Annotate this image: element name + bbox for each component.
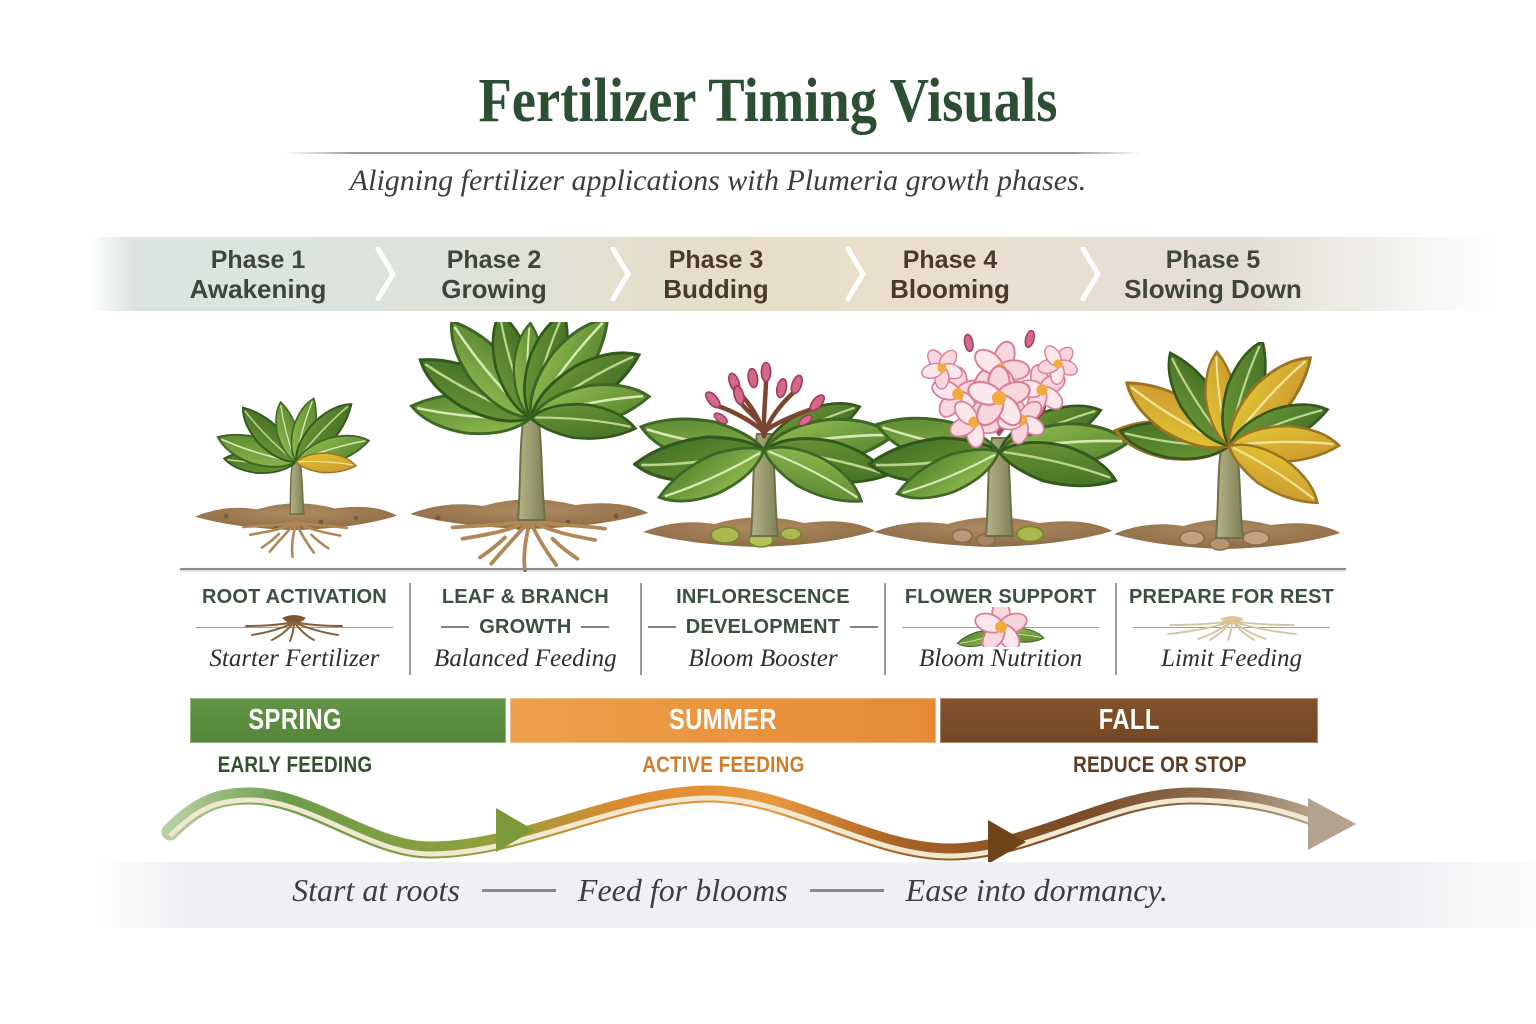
footer-step-2: Feed for blooms <box>577 872 788 908</box>
phase-number: Phase 2 <box>446 246 542 274</box>
footer-dash <box>481 889 556 892</box>
fertilizer-label: Balanced Feeding <box>434 645 617 672</box>
footer-step-3: Ease into dormancy. <box>905 872 1168 908</box>
roots-icon <box>186 610 403 644</box>
plant-phase4-blooming-illustration <box>866 328 1130 547</box>
phase-name: Growing <box>441 273 547 304</box>
dash-decoration <box>441 626 470 628</box>
care-title: INFLORESCENCE <box>676 586 850 608</box>
flower-icon <box>892 607 1109 647</box>
chevron-right-icon <box>845 247 866 301</box>
footer-dash <box>809 889 884 892</box>
care-title-line2: GROWTH <box>441 615 610 639</box>
phase-number: Phase 5 <box>1165 246 1261 274</box>
plant-phase5-slowing-down-illustration <box>1110 342 1342 551</box>
footer-band <box>100 862 1536 928</box>
chevron-right-icon <box>375 247 396 301</box>
dash-decoration <box>581 626 610 628</box>
chevron-right-icon <box>610 247 631 301</box>
arrowhead-brown <box>988 820 1026 864</box>
section-divider <box>180 568 1346 570</box>
fertilizer-label: Limit Feeding <box>1161 645 1303 672</box>
feeding-label-summer: ACTIVE FEEDING <box>641 752 805 777</box>
plant-phase3-budding-illustration <box>633 361 893 548</box>
arrowhead-tan <box>1308 798 1356 850</box>
phase-step-1: Phase 1 Awakening <box>138 246 378 305</box>
phase-banner: Phase 1 Awakening Phase 2 Growing Phase … <box>90 237 1536 311</box>
care-title: ROOT ACTIVATION <box>202 586 387 608</box>
care-col-root-activation: ROOT ACTIVATION Starter Fertilizer <box>180 583 409 675</box>
phase-step-4: Phase 4 Blooming <box>830 246 1070 305</box>
season-block-fall <box>940 698 1318 743</box>
page-subtitle: Aligning fertilizer applications with Pl… <box>349 164 1087 197</box>
care-col-flower-support: FLOWER SUPPORT Bloom Nutrition <box>884 583 1115 675</box>
dash-decoration <box>850 626 879 628</box>
phase-number: Phase 4 <box>902 246 998 274</box>
fertilizer-label: Bloom Booster <box>688 645 838 672</box>
care-title: FLOWER SUPPORT <box>904 586 1097 608</box>
season-label-summer: SUMMER <box>668 704 778 736</box>
chevron-right-icon <box>1080 247 1101 301</box>
season-label-spring: SPRING <box>248 704 342 736</box>
phase-name: Slowing Down <box>1124 273 1302 304</box>
plant-phase1-seedling-illustration <box>195 393 397 559</box>
page-title: Fertilizer Timing Visuals <box>478 67 1058 135</box>
care-title: LEAF & BRANCH <box>441 586 609 608</box>
fertilizer-label: Bloom Nutrition <box>919 645 1083 672</box>
plant-phase2-growing-illustration <box>407 322 654 572</box>
season-block-summer <box>510 698 936 743</box>
phase-step-3: Phase 3 Budding <box>596 246 836 305</box>
care-col-prepare-for-rest: PREPARE FOR REST Limit Feeding <box>1115 583 1346 675</box>
season-label-fall: FALL <box>1098 704 1160 736</box>
phase-number: Phase 3 <box>668 246 764 274</box>
phase-name: Budding <box>663 273 769 304</box>
care-col-leaf-branch-growth: LEAF & BRANCH GROWTH Balanced Feeding <box>408 583 640 675</box>
phase-number: Phase 1 <box>210 246 306 274</box>
phase-step-2: Phase 2 Growing <box>374 246 614 305</box>
care-col-inflorescence-development: INFLORESCENCE DEVELOPMENT Bloom Booster <box>639 583 884 675</box>
feeding-label-fall: REDUCE OR STOP <box>1073 752 1247 777</box>
season-block-spring <box>190 698 506 743</box>
care-row: ROOT ACTIVATION Starter Fertilizer LEAF … <box>180 583 1346 675</box>
season-flow-arrow <box>161 785 1356 864</box>
fertilizer-label: Starter Fertilizer <box>209 645 380 672</box>
care-title: PREPARE FOR REST <box>1129 586 1335 608</box>
phase-step-5: Phase 5 Slowing Down <box>1093 246 1333 305</box>
dry-roots-icon <box>1123 610 1340 644</box>
footer-step-1: Start at roots <box>292 872 460 908</box>
feeding-label-spring: EARLY FEEDING <box>217 752 373 777</box>
phase-name: Blooming <box>890 273 1010 304</box>
arrowhead-green <box>496 808 534 852</box>
footer-summary: Start at roots Feed for blooms Ease into… <box>0 872 1460 909</box>
care-title-line2: DEVELOPMENT <box>647 615 879 639</box>
phase-name: Awakening <box>189 273 327 304</box>
dash-decoration <box>647 626 676 628</box>
title-divider <box>286 152 1142 154</box>
